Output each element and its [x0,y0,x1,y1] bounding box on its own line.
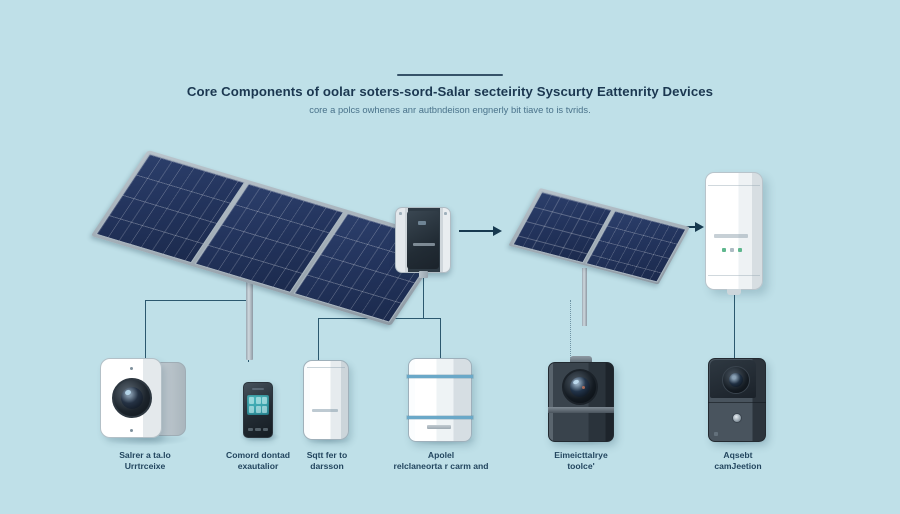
screen-key-icon [249,397,254,405]
video-doorbell[interactable] [708,358,766,442]
battery-accent-band [407,375,473,379]
label-dark-security-camera: Eimeicttalrye toolce' [554,450,608,471]
array-mid-frame [508,188,690,285]
sensor-unit-brand-mark [312,409,338,413]
handheld-screen [247,395,269,415]
keypad-key-icon [262,428,268,431]
screen-key-icon [249,405,254,413]
camera-accent-band [548,407,614,413]
dark-security-camera[interactable] [548,356,614,442]
camera-lens-inner [729,373,743,387]
inverter-screw-icon [399,212,402,215]
sensor-unit-cap-seam [307,367,345,369]
wallunit-body [705,172,763,290]
sensor-unit-body [303,360,349,440]
inverter-brand-mark [413,243,435,246]
solar-panel-array-small[interactable] [508,188,692,326]
speaker-grille-icon [252,388,264,390]
wallunit-seam [708,275,760,276]
label-white-sensor-unit: Sqtt fer to darsson [306,450,348,471]
wire-to-cam-white [145,300,147,362]
solar-panel-array-large[interactable] [90,150,449,360]
keypad-key-icon [255,428,261,431]
screen-key-icon [262,397,267,405]
lens-glint-warm [582,386,585,389]
keypad-key-icon [248,428,254,431]
wire-inverter-drop [423,273,425,319]
wallunit-brand-mark [714,234,748,238]
screen-key-icon [255,405,261,413]
wire-bus-right [423,318,441,320]
white-sensor-unit[interactable] [303,360,349,440]
doorbell-button[interactable] [732,413,742,423]
wire-bus-left [145,300,249,302]
camera-led-icon [130,367,133,370]
wallunit-seam [708,185,760,186]
inverter-screw-icon [444,212,447,215]
wire-wallunit-drop [734,292,736,360]
microphone-icon [714,432,718,436]
screen-key-icon [255,397,261,405]
led-indicator-icon [722,248,726,252]
arrow-inverter-to-array-mid [459,225,502,237]
led-indicator-icon [730,248,734,252]
array-mid-pole [582,268,587,326]
wire-array-mid-dotted-drop [570,300,571,358]
camera-lens-icon [112,378,152,418]
label-video-doorbell: Aqsebt camJeetion [714,450,762,471]
title-divider [397,74,503,76]
label-battery-storage-unit: Apolel relclaneorta r carm and [393,450,489,471]
battery-body [408,358,472,442]
page-subtitle: core a polcs owhenes anr autbndeison eng… [309,104,591,115]
handheld-keypad-device[interactable] [243,382,273,438]
battery-label-plate [427,425,451,429]
inverter-conduit [419,271,428,278]
wire-to-batt [440,318,442,360]
white-wall-mounted-controller[interactable] [705,172,763,295]
screen-key-icon [262,405,267,413]
array-left-pole [246,268,253,360]
battery-storage-unit[interactable] [407,358,473,442]
doorbell-seam [708,402,766,403]
wire-to-cyl [318,318,320,362]
battery-accent-band [407,416,473,420]
inverter-display-icon [418,221,426,225]
camera-led-icon [130,429,133,432]
page-title: Core Components of oolar soters-sord-Sal… [186,84,714,99]
label-white-security-camera: Salrer a ta.lo Urrtrceixe [119,450,171,471]
camera-lens-inner [121,387,143,409]
wallunit-foot [727,289,741,295]
led-indicator-icon [738,248,742,252]
white-security-camera[interactable] [100,358,186,440]
handheld-keypad [248,428,268,433]
inverter-faceplate [407,211,439,269]
wallunit-status-leds [722,248,742,252]
inverter-unit[interactable] [395,207,451,278]
camera-mount [570,356,592,364]
label-handheld-keypad-device: Comord dontad exautalior [226,450,290,471]
